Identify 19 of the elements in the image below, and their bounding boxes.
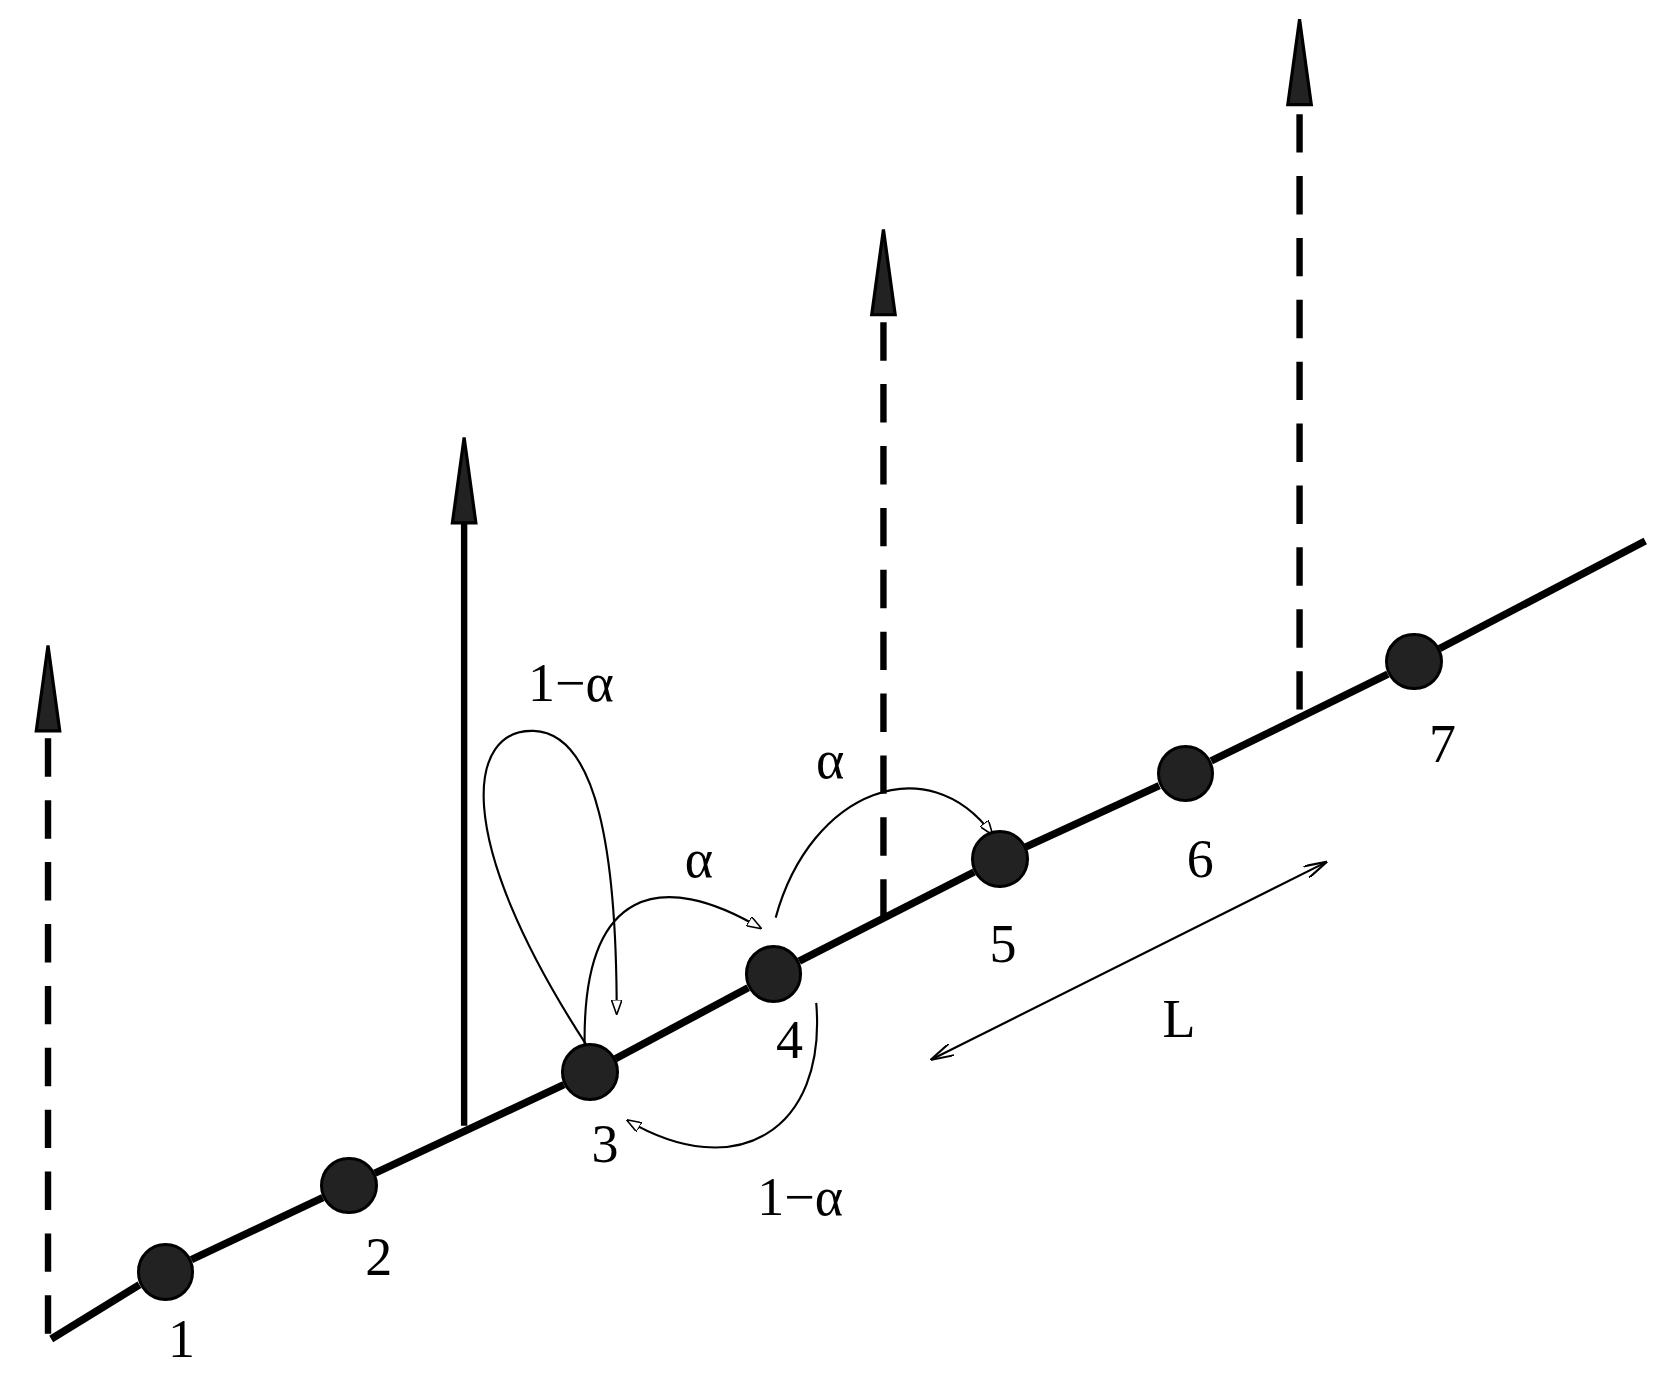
lattice-line bbox=[189, 1194, 325, 1263]
lattice-site bbox=[744, 945, 803, 1003]
lattice-site bbox=[970, 830, 1029, 888]
site-number: 2 bbox=[365, 1229, 393, 1284]
site-number: 6 bbox=[1186, 831, 1214, 886]
length-label: L bbox=[1162, 991, 1196, 1046]
lattice-line bbox=[613, 984, 750, 1062]
lattice-site bbox=[561, 1043, 619, 1102]
lattice-line bbox=[1209, 670, 1390, 765]
site-number: 1 bbox=[167, 1312, 195, 1367]
site-number: 5 bbox=[989, 917, 1017, 972]
lattice-line bbox=[1024, 782, 1161, 851]
hopping-arrow bbox=[774, 787, 994, 918]
hopping-arrow bbox=[625, 1002, 818, 1149]
lattice-line bbox=[797, 868, 976, 965]
site-number: 7 bbox=[1429, 716, 1457, 771]
lattice-line bbox=[373, 1081, 566, 1177]
site-number: 4 bbox=[776, 1013, 804, 1068]
site-number: 3 bbox=[591, 1116, 619, 1171]
